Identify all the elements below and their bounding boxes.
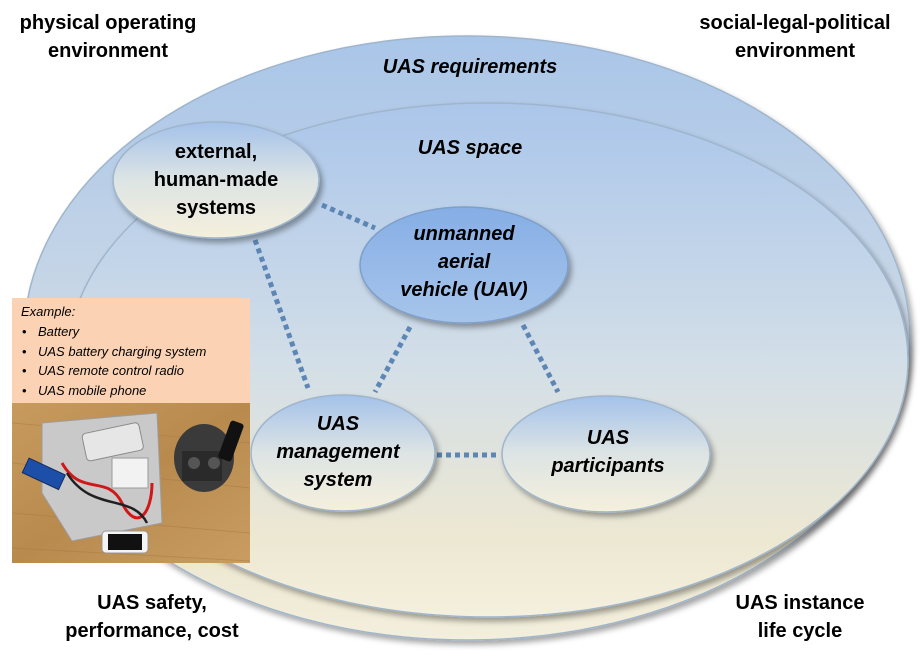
connector-external-uav [321, 202, 376, 231]
label-uas-safety-performance-cost: UAS safety,performance, cost [65, 592, 239, 642]
external-systems-ellipse [112, 121, 320, 239]
example-box: Example: Battery UAS battery charging sy… [12, 298, 250, 403]
participants-ellipse [501, 395, 711, 513]
charger-unit [111, 457, 149, 489]
example-item: UAS remote control radio [22, 361, 206, 381]
example-list: Battery UAS battery charging system UAS … [12, 322, 206, 400]
battery [21, 457, 66, 491]
example-item: UAS mobile phone [22, 381, 206, 401]
equipment-photo [12, 403, 250, 563]
battery-charger [81, 422, 144, 462]
example-item: UAS battery charging system [22, 342, 206, 362]
uav-ellipse [359, 206, 569, 324]
connector-uav-participants [520, 323, 561, 394]
label-uas-space: UAS space [417, 137, 523, 159]
connectors [252, 202, 561, 458]
management-ellipse [250, 394, 436, 512]
connector-uav-management [372, 325, 413, 394]
example-item: Battery [22, 322, 206, 342]
label-uas-requirements: UAS requirements [382, 56, 558, 78]
example-title: Example: [21, 304, 76, 319]
